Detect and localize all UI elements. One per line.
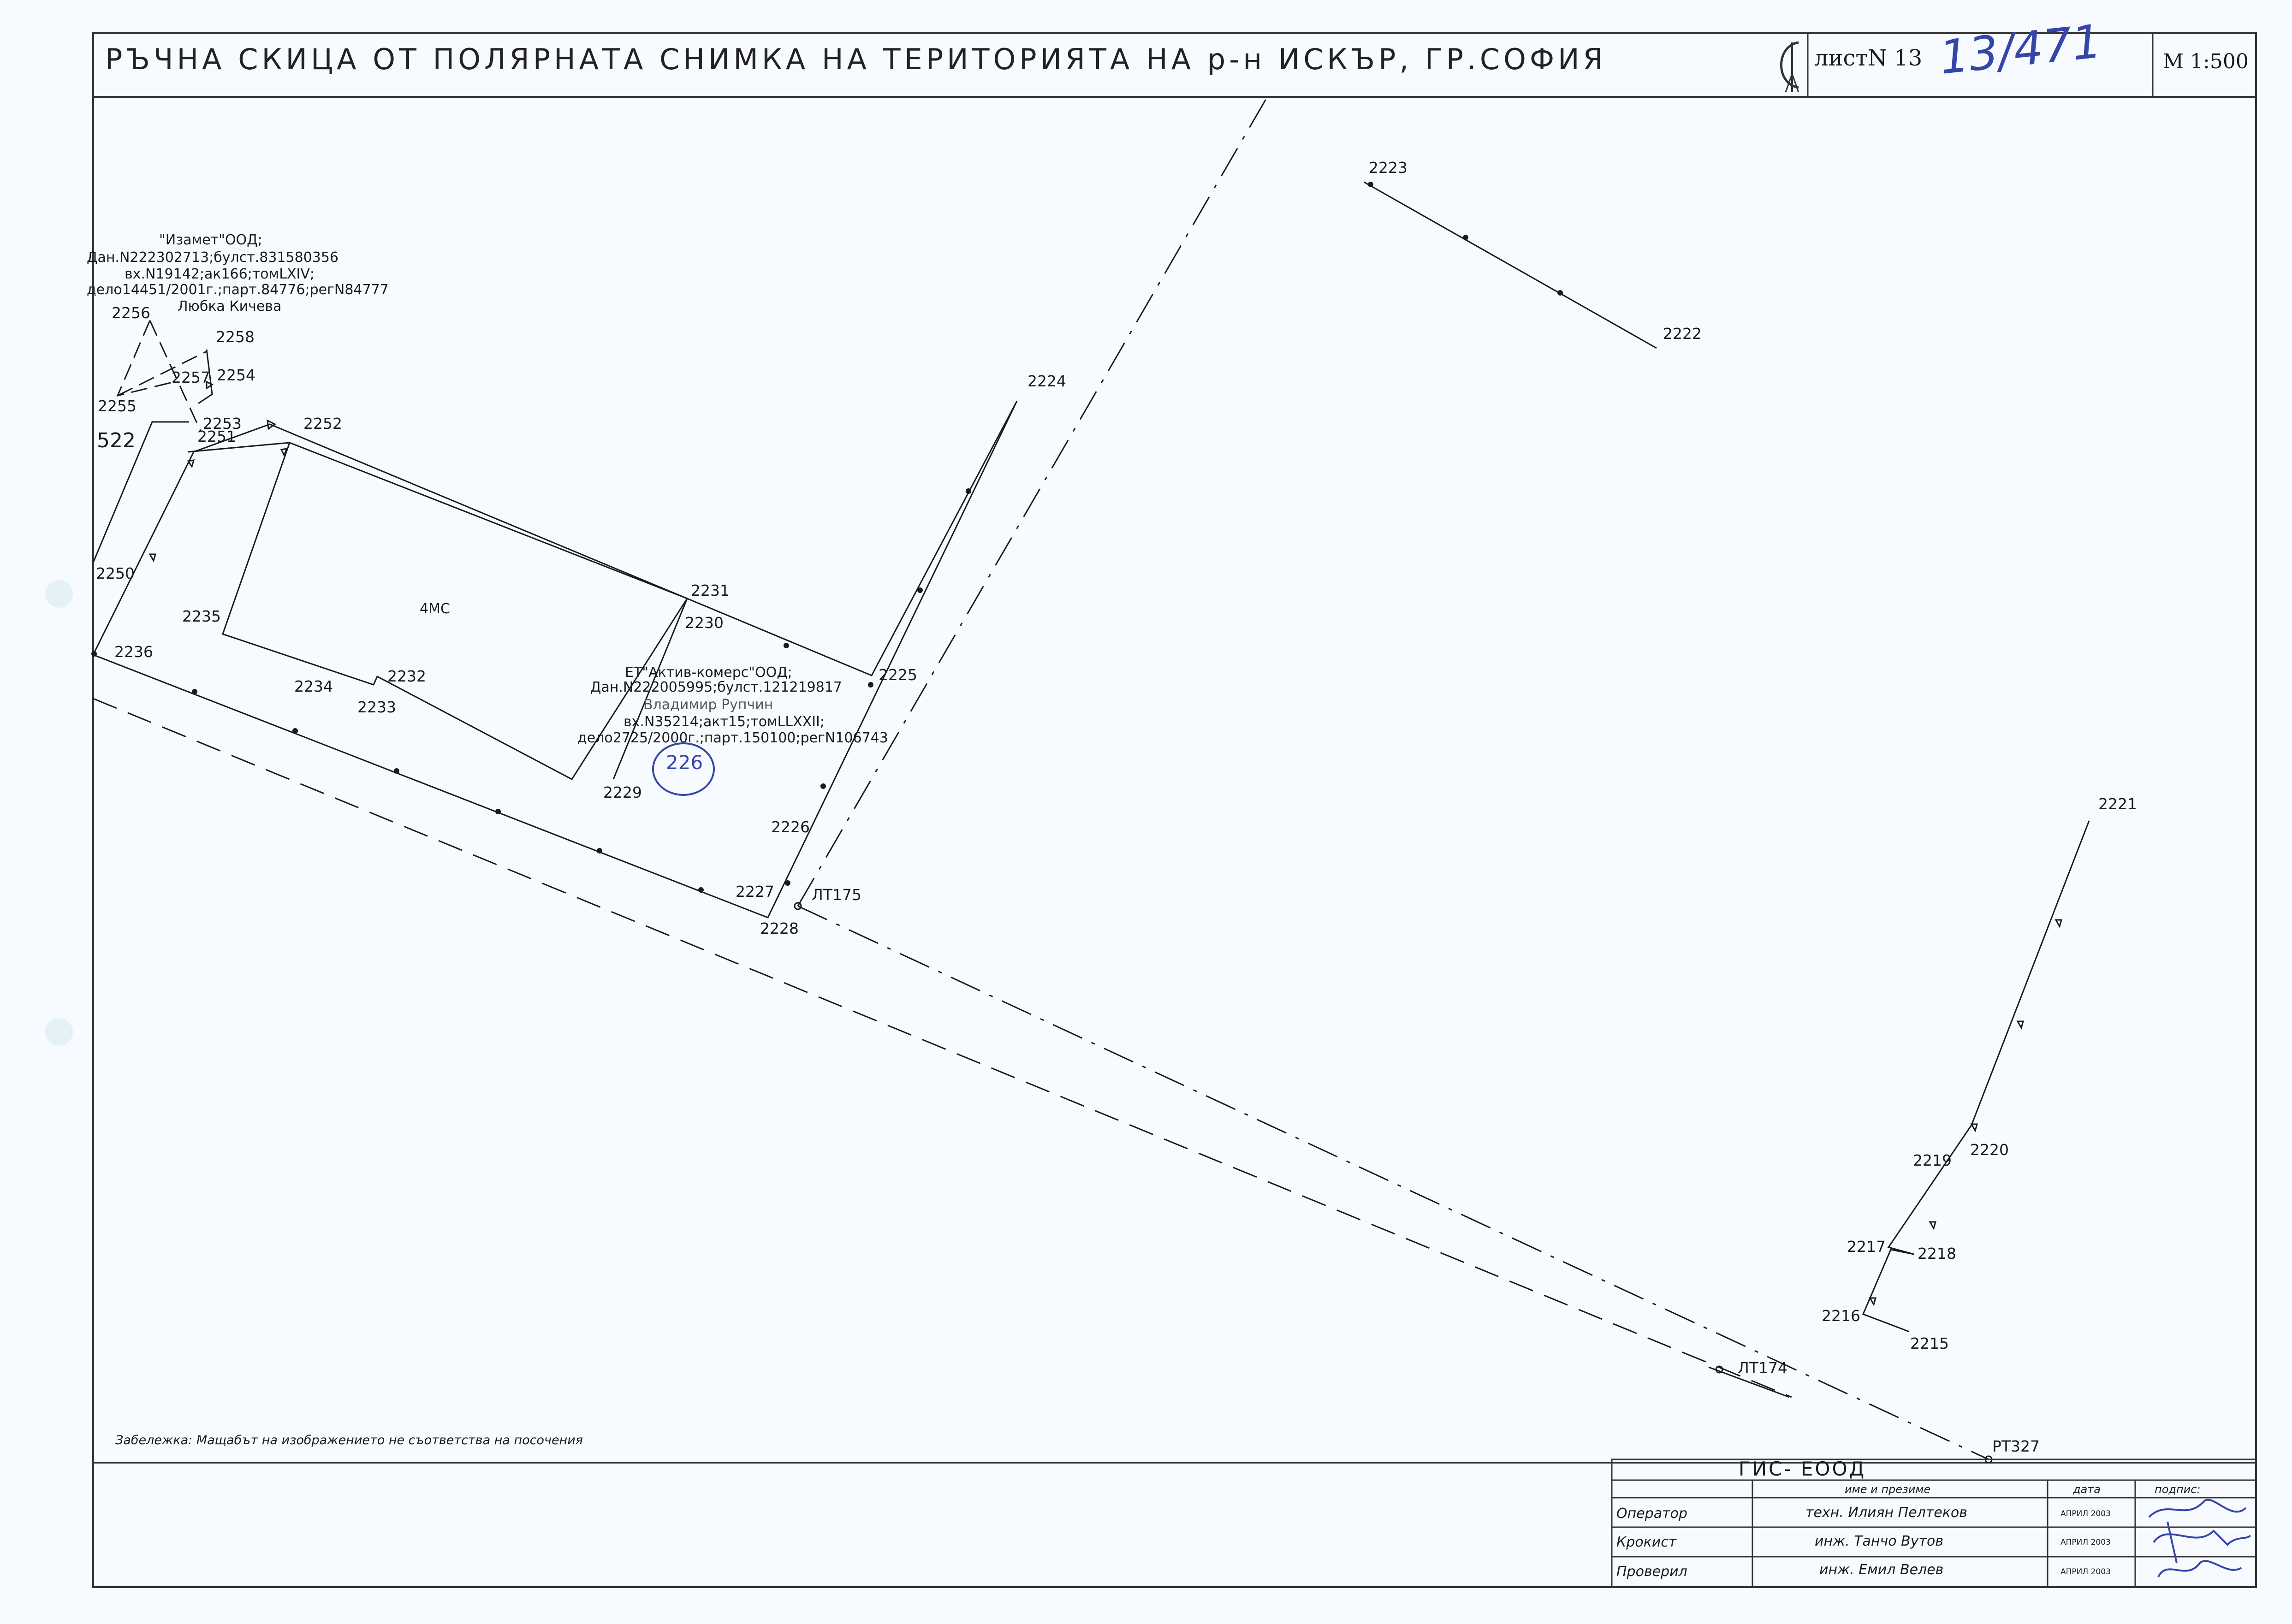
inner-segment — [612, 598, 688, 780]
point-label: 2219 — [1913, 1151, 1952, 1169]
sign-date: АПРИЛ 2003 — [2060, 1567, 2111, 1577]
point-label: ЛТ174 — [1738, 1359, 1787, 1377]
scale-label: M 1:500 — [2163, 50, 2249, 73]
point-label: 2222 — [1663, 325, 1702, 343]
handwritten-ref: 13/471 — [1937, 14, 2104, 85]
dash-dot-axis-lower — [797, 905, 1989, 1460]
triangle-markers — [148, 380, 2062, 1306]
owner-line: "Изамет"ООД; — [159, 232, 262, 248]
survey-points — [91, 182, 1993, 1464]
point-label: 2256 — [112, 304, 150, 322]
point-label: 2215 — [1910, 1334, 1949, 1352]
owner-line: ЕТ"Актив-комерс"ООД; — [625, 664, 792, 681]
point-label: РТ327 — [1992, 1437, 2040, 1455]
signature-strokes — [2148, 1499, 2251, 1577]
point-label: 2228 — [760, 919, 799, 937]
point-label: 2257 — [172, 368, 210, 386]
owner-line: Владимир Рупчин — [643, 697, 773, 713]
title-block — [1611, 1458, 2257, 1588]
scale-note: Забележка: Мащабът на изображението не с… — [115, 1433, 583, 1447]
col-header-name: име и презиме — [1845, 1483, 1930, 1496]
col-header-date: дата — [2072, 1483, 2101, 1496]
point-label: 2234 — [294, 677, 333, 695]
map-title: РЪЧНА СКИЦА ОТ ПОЛЯРНАТА СНИМКА НА ТЕРИТ… — [105, 42, 1607, 76]
dash-dot-axis-upper — [797, 96, 1268, 907]
owner-aktiv: ЕТ"Актив-комерс"ООД; Дан.N222005995;булс… — [577, 664, 888, 746]
parcel-522-line — [92, 421, 189, 563]
point-label: 2216 — [1822, 1307, 1860, 1325]
point-label: 2218 — [1918, 1245, 1956, 1262]
point-label: 2232 — [387, 667, 426, 685]
sign-date: АПРИЛ 2003 — [2060, 1538, 2111, 1547]
parcel-522-dashed — [116, 320, 171, 397]
owner-line: Любка Кичева — [178, 298, 281, 314]
owner-line: дело14451/2001г.;парт.84776;регN84777 — [87, 282, 389, 298]
point-label: 2233 — [357, 698, 396, 716]
role-label: Крокист — [1616, 1534, 1677, 1550]
parcel-522-corner — [198, 349, 213, 404]
point-label: 2224 — [1027, 372, 1066, 390]
point-label: 2252 — [303, 415, 342, 433]
parcel-522-dashed-diag — [149, 320, 202, 432]
point-label: 2251 — [197, 427, 236, 445]
owner-line: Дан.N222302713;булст.831580356 — [87, 249, 338, 266]
point-label: 2255 — [98, 397, 137, 415]
right-boundary — [1862, 820, 2090, 1333]
owner-izamet: "Изамет"ООД; Дан.N222302713;булст.831580… — [87, 232, 389, 314]
point-label: 2250 — [96, 564, 135, 582]
person-name: инж. Танчо Вутов — [1815, 1533, 1943, 1549]
punch-hole — [45, 1018, 73, 1046]
point-label: 2217 — [1847, 1238, 1886, 1256]
owner-line: вх.N19142;ак166;томLXIV; — [125, 266, 315, 282]
building-4mc — [188, 442, 689, 780]
point-label: 2229 — [603, 783, 642, 801]
point-label: 2223 — [1369, 159, 1407, 177]
company-name: ГИС- ЕООД — [1739, 1458, 1866, 1480]
owner-line: Дан.N222005995;булст.121219817 — [590, 679, 842, 695]
map-frame — [92, 32, 2257, 1588]
point-label: 2231 — [691, 581, 730, 599]
person-name: инж. Емил Велев — [1819, 1562, 1943, 1578]
segment-2223-2222 — [1364, 181, 1657, 349]
point-label: ЛТ175 — [812, 886, 861, 904]
parcel-226-boundary — [92, 401, 1018, 676]
point-label: 2220 — [1970, 1141, 2009, 1159]
col-header-sign: подпис: — [2155, 1483, 2201, 1496]
building-label: 4МС — [420, 601, 450, 617]
point-label: 2258 — [216, 328, 255, 346]
point-label: 2221 — [2098, 795, 2137, 813]
owner-line: вх.N35214;акт15;томLLXXII; — [623, 714, 825, 730]
point-label: 2235 — [182, 607, 221, 625]
parcel-226-south — [93, 401, 1018, 919]
cadastre-logo-icon — [1780, 41, 1799, 93]
sign-date: АПРИЛ 2003 — [2060, 1509, 2111, 1518]
point-label: 2227 — [736, 883, 774, 901]
dashed-boundary — [93, 698, 1792, 1398]
point-label: 2226 — [771, 818, 810, 836]
parcel-number-226: 226 — [666, 751, 703, 774]
point-label: 2253 — [203, 415, 242, 433]
point-label: 2236 — [114, 643, 153, 661]
role-label: Оператор — [1616, 1505, 1687, 1522]
parcel-522-dashed-top — [117, 350, 207, 397]
point-label: 2225 — [879, 666, 917, 684]
role-label: Проверил — [1616, 1564, 1687, 1580]
parcel-226-circle — [652, 742, 715, 796]
parcel-number-522: 522 — [97, 429, 136, 452]
punch-hole — [45, 580, 73, 608]
person-name: техн. Илиян Пелтеков — [1805, 1505, 1967, 1521]
point-label: 2254 — [217, 366, 255, 384]
map-lines — [92, 96, 2090, 1460]
owner-line: дело2725/2000г.;парт.150100;регN106743 — [577, 730, 888, 746]
point-label: 2230 — [685, 614, 724, 632]
sheet-label: листN 13 — [1814, 45, 1922, 71]
